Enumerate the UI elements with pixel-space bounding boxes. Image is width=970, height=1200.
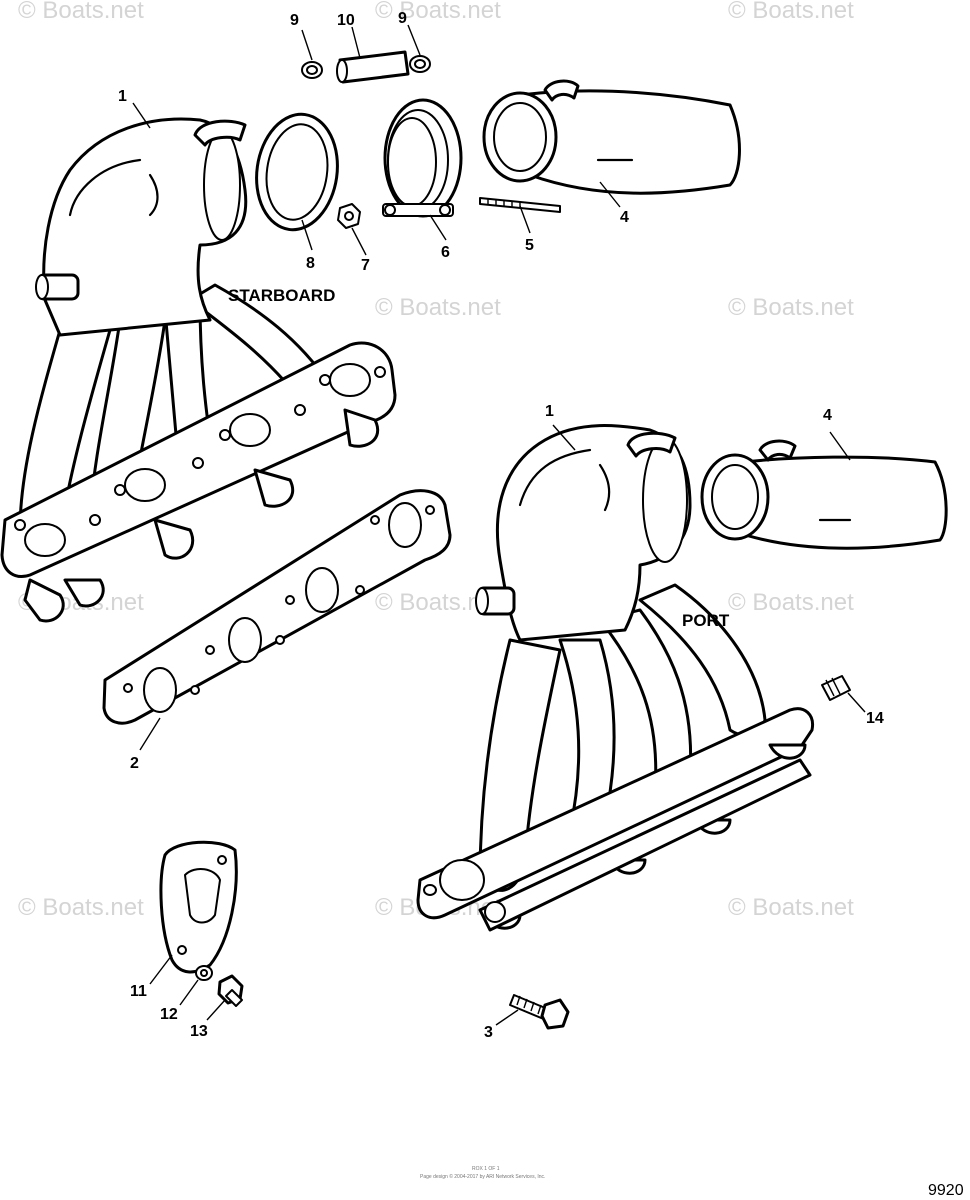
- port-exhaust-manifold: [416, 424, 815, 932]
- footer-line-1: ROX 1 OF 1: [472, 1166, 500, 1172]
- washer: [195, 965, 213, 981]
- starboard-label: STARBOARD: [228, 286, 335, 305]
- callout-12: 12: [160, 1006, 178, 1023]
- callout-1: 1: [545, 403, 554, 420]
- watermark: © Boats.net: [728, 294, 854, 321]
- v-band-clamp: [382, 98, 463, 218]
- watermark: © Boats.net: [728, 894, 854, 921]
- callout-7: 7: [361, 257, 370, 274]
- callout-9: 9: [290, 12, 299, 29]
- callout-6: 6: [441, 244, 450, 261]
- callout-8: 8: [306, 255, 315, 272]
- callout-2: 2: [130, 755, 139, 772]
- watermark: © Boats.net: [18, 894, 144, 921]
- watermark: © Boats.net: [375, 294, 501, 321]
- callout-14: 14: [866, 710, 884, 727]
- manifold-gasket: [102, 489, 452, 725]
- exhaust-pipe-port: [700, 439, 948, 550]
- watermark: © Boats.net: [728, 589, 854, 616]
- watermark: © Boats.net: [375, 0, 501, 24]
- port-label: PORT: [682, 611, 730, 630]
- footer-copyright: Page design © 2004-2017 by ARI Network S…: [420, 1173, 545, 1180]
- callout-3: 3: [484, 1024, 493, 1041]
- callout-5: 5: [525, 237, 534, 254]
- callouts: 1 9 10 9 8 7 6 5 4 1 4 2 3 14 11 12 13: [118, 10, 884, 1041]
- exhaust-pipe-starboard: [482, 79, 741, 195]
- elbow-gasket: [255, 112, 339, 232]
- pipe-plug: [821, 675, 851, 701]
- nut: [337, 203, 361, 229]
- callout-10: 10: [337, 12, 355, 29]
- callout-13: 13: [190, 1023, 208, 1040]
- figure-number: 9920: [928, 1182, 964, 1199]
- manifold-bolt: [509, 994, 570, 1030]
- watermark: © Boats.net: [728, 0, 854, 24]
- callout-1: 1: [118, 88, 127, 105]
- hose-and-clamps: [301, 50, 431, 84]
- stud: [479, 197, 561, 213]
- leader-lines: [132, 24, 866, 1026]
- callout-9: 9: [398, 10, 407, 27]
- bracket-bolt: [217, 974, 244, 1007]
- callout-4: 4: [823, 407, 832, 424]
- callout-11: 11: [130, 983, 147, 1000]
- lifting-bracket: [159, 840, 238, 974]
- starboard-exhaust-manifold: [0, 117, 397, 623]
- callout-4: 4: [620, 209, 629, 226]
- watermark: © Boats.net: [18, 0, 144, 24]
